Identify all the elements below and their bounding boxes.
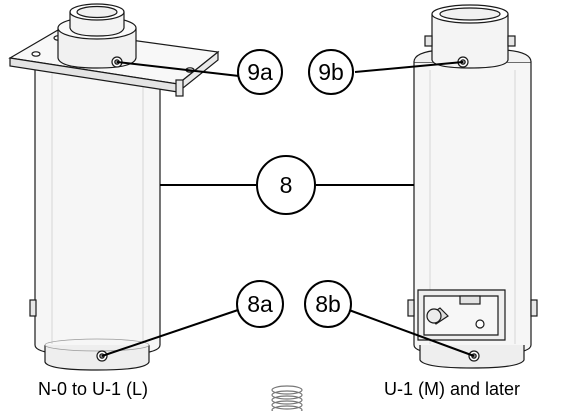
callout-8a-label: 8a <box>247 291 273 317</box>
leader-9a <box>116 61 240 77</box>
leader-lines <box>101 61 475 357</box>
callout-9b: 9b <box>308 49 354 95</box>
leader-9b <box>354 61 464 73</box>
leader-8b <box>348 309 475 357</box>
callout-8-label: 8 <box>280 172 293 198</box>
callout-8b: 8b <box>304 280 352 328</box>
right-filter-housing <box>407 4 538 369</box>
callout-9a: 9a <box>237 49 283 95</box>
left-filter-housing <box>8 3 220 371</box>
leader-8a <box>101 309 239 357</box>
callout-8b-label: 8b <box>315 291 341 317</box>
caption-left-model-range: N-0 to U-1 (L) <box>38 379 149 399</box>
callout-9a-label: 9a <box>247 59 273 85</box>
callout-9b-label: 9b <box>318 59 344 85</box>
callout-8: 8 <box>256 155 316 215</box>
coil-spring-icon <box>271 385 303 411</box>
caption-right-model-range: U-1 (M) and later <box>384 379 521 399</box>
callout-8a: 8a <box>236 280 284 328</box>
